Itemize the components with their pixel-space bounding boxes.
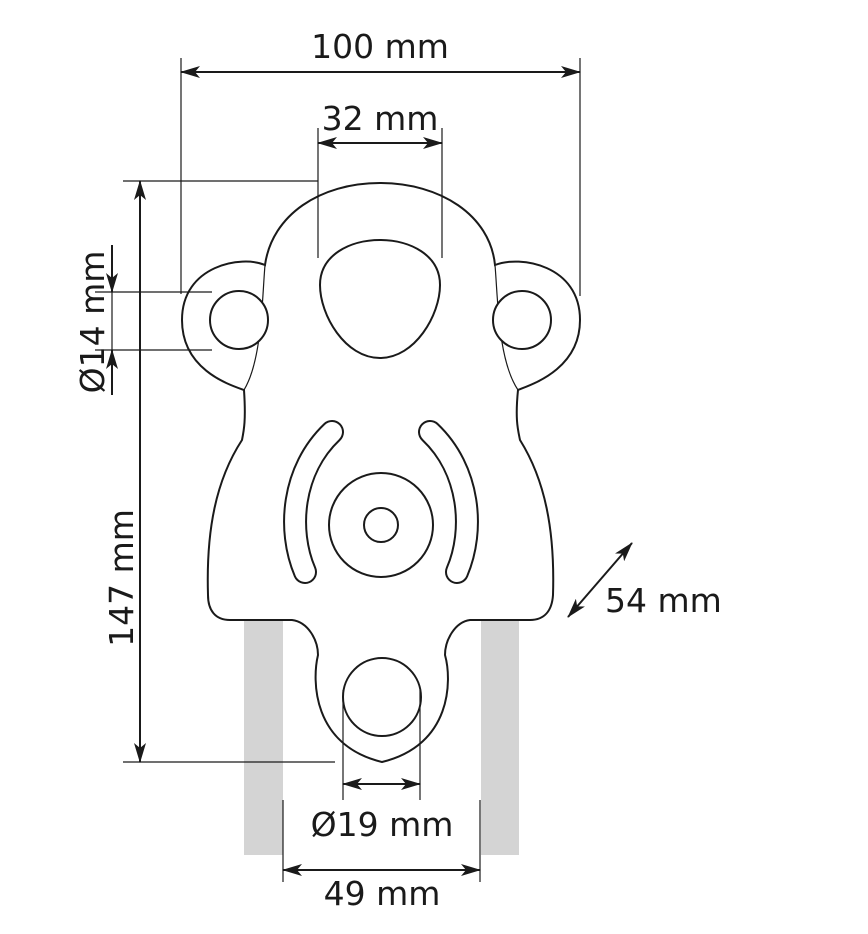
left-ear-hole — [209, 290, 269, 350]
axle-hole — [363, 507, 399, 543]
side-hole-label: Ø14 mm — [73, 251, 112, 394]
right-ear-hole — [492, 290, 552, 350]
top-hole — [318, 238, 442, 360]
rope-right — [481, 618, 519, 855]
thickness-label: 54 mm — [605, 581, 722, 620]
bottom-hole — [342, 657, 422, 737]
rope-spacing-label: 49 mm — [324, 874, 441, 913]
thickness-dimension-line — [567, 542, 633, 618]
bottom-hole-label: Ø19 mm — [311, 805, 454, 844]
width-label: 100 mm — [311, 27, 449, 66]
top-hole-label: 32 mm — [322, 99, 439, 138]
rope-left — [244, 618, 283, 855]
height-label: 147 mm — [102, 509, 141, 647]
